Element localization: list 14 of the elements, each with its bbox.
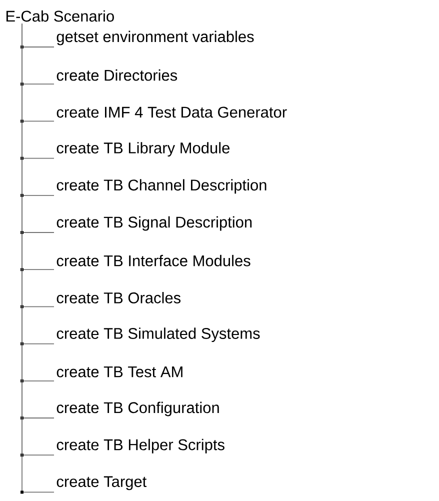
tree-item-label: create TB Simulated Systems	[56, 328, 260, 342]
tree-item-label: create Target	[56, 476, 147, 490]
tree-item-label: create TB Test AM	[56, 366, 182, 378]
tree-item-label: create IMF 4 Test Data Generator	[56, 106, 287, 118]
tree-item-label: create TB Oracles	[56, 292, 180, 304]
tree-item-label: create TB Channel Description	[56, 179, 266, 194]
tree-item-label: getset environment variables	[56, 30, 254, 46]
tree-item-label: create TB Signal Description	[56, 216, 252, 231]
tree-item-label: create TB Library Module	[56, 142, 230, 157]
tree-item-label: create TB Interface Modules	[56, 254, 250, 266]
tree-item-label: create Directories	[56, 69, 178, 81]
tree-item-label: create TB Helper Scripts	[56, 438, 224, 454]
tree-root-label: E-Cab Scenario	[6, 10, 114, 22]
tree-item-label: create TB Configuration	[56, 402, 219, 416]
